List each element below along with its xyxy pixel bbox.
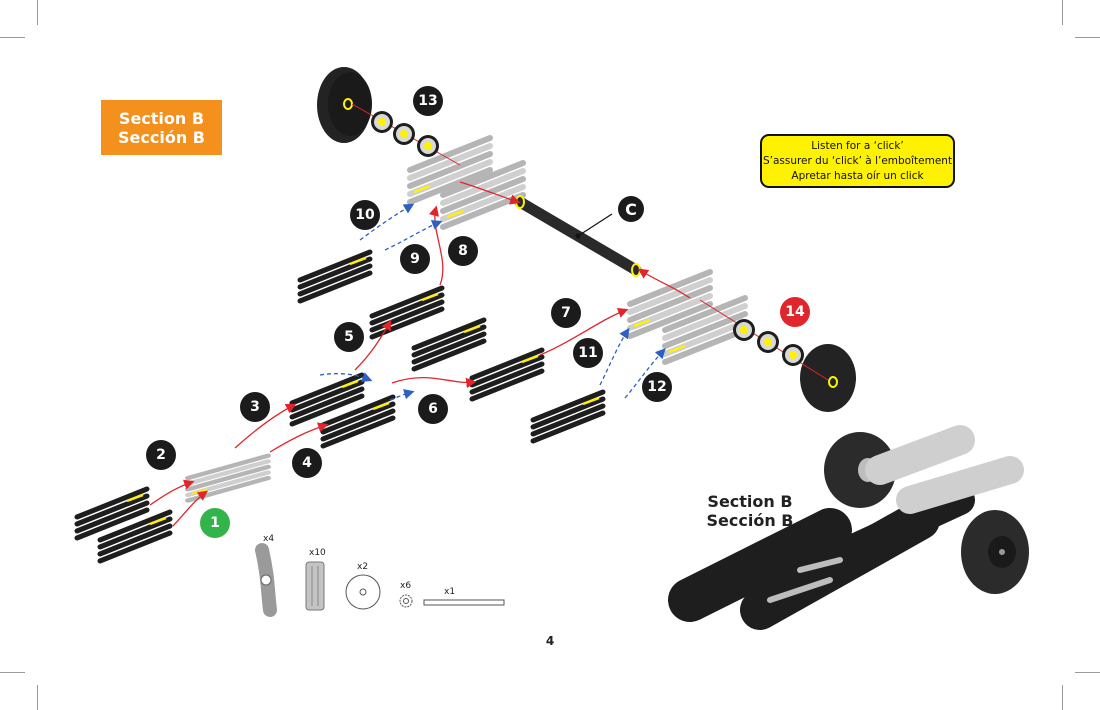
axle-rod-icon	[423, 599, 505, 606]
click-note-line2: S’assurer du ‘click’ à l’emboîtement	[762, 154, 953, 167]
click-note-line1: Listen for a ‘click’	[811, 139, 904, 152]
click-note: Listen for a ‘click’ S’assurer du ‘click…	[760, 134, 955, 188]
step-marker: 9	[400, 244, 430, 274]
completed-model-illustration	[668, 425, 1029, 630]
part-qty: x10	[309, 548, 326, 558]
step-marker: 13	[413, 86, 443, 116]
section-badge-line1: Section B	[118, 108, 205, 128]
step-marker: 12	[642, 372, 672, 402]
step-marker: 1	[200, 508, 230, 538]
section-badge-line2: Sección B	[118, 127, 205, 147]
crop-mark	[0, 672, 25, 673]
gear-icon	[399, 594, 413, 608]
wheel-icon	[345, 574, 381, 610]
step-marker: 8	[448, 236, 478, 266]
step-marker: 5	[334, 322, 364, 352]
part-qty: x2	[357, 562, 369, 572]
crop-mark	[1075, 37, 1100, 38]
click-note-line3: Apretar hasta oír un click	[791, 169, 924, 182]
crop-mark	[1062, 0, 1063, 25]
result-title: Section B Sección B	[700, 492, 800, 530]
step-marker: 14	[780, 297, 810, 327]
page-number: 4	[545, 634, 555, 648]
part-qty: x1	[444, 587, 456, 597]
part-qty: x4	[263, 534, 275, 544]
crop-mark	[37, 685, 38, 710]
result-title-line2: Sección B	[706, 511, 794, 530]
step-marker: 10	[350, 200, 380, 230]
step-marker: 7	[551, 298, 581, 328]
bent-connector-icon	[255, 543, 277, 617]
step-marker: 3	[240, 392, 270, 422]
connector-c-label: C	[618, 196, 644, 222]
straight-connector-icon	[305, 561, 325, 611]
step-marker: 11	[573, 338, 603, 368]
step-marker: 2	[146, 440, 176, 470]
result-title-line1: Section B	[707, 492, 793, 511]
crop-mark	[1075, 672, 1100, 673]
part-qty: x6	[400, 581, 412, 591]
crop-mark	[1062, 685, 1063, 710]
step-marker: 6	[418, 394, 448, 424]
section-badge: Section B Sección B	[101, 100, 222, 155]
crop-mark	[37, 0, 38, 25]
crop-mark	[0, 37, 25, 38]
step-marker: 4	[292, 448, 322, 478]
